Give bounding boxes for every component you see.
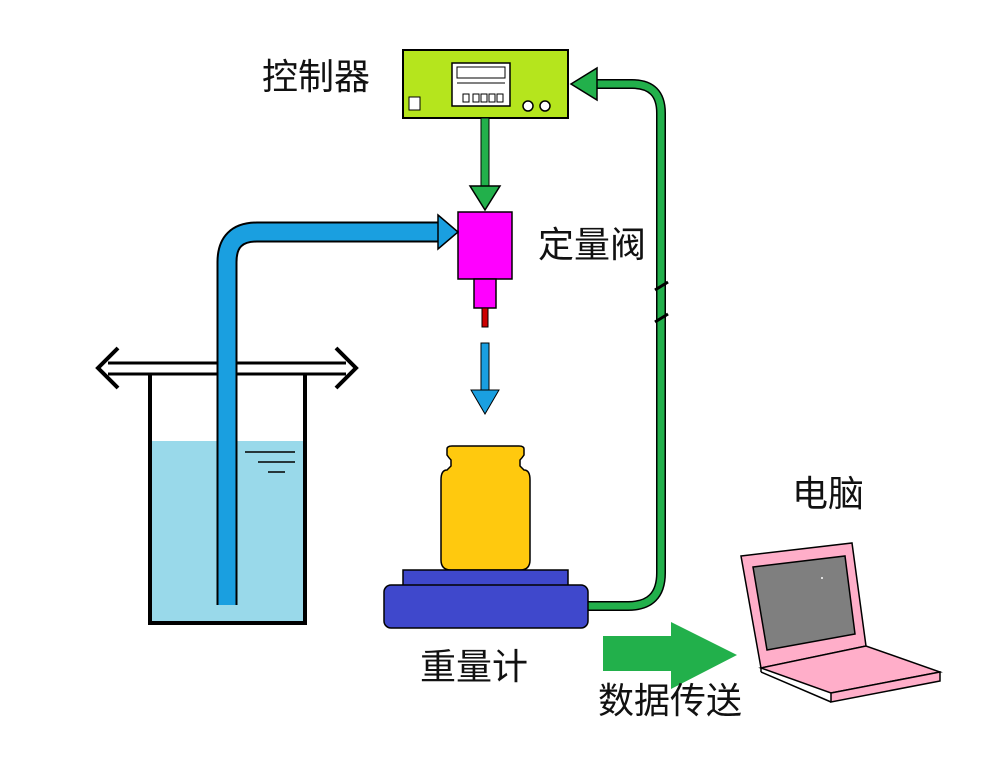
weighing-scale xyxy=(383,569,589,629)
signal-line-break-mark xyxy=(654,280,669,324)
valve-needle xyxy=(481,307,489,328)
signal-line-scale-to-controller-fill xyxy=(588,80,665,610)
liquid-supply-pipe-fill xyxy=(218,223,440,605)
signal-line-controller-to-valve xyxy=(480,117,490,189)
signal-arrowhead-controller xyxy=(569,66,598,102)
dispense-flow-line xyxy=(480,342,490,394)
signal-arrowhead-valve xyxy=(468,185,502,212)
label-controller: 控制器 xyxy=(262,57,371,98)
signal-line-scale-to-controller xyxy=(588,79,666,611)
dosing-valve xyxy=(457,211,513,328)
controller-power-switch xyxy=(408,96,421,111)
data-transfer-arrow xyxy=(603,622,737,689)
liquid-supply-arrowhead xyxy=(437,213,460,251)
controller-knob xyxy=(539,100,551,112)
label-computer: 电脑 xyxy=(792,474,865,515)
label-scale: 重量计 xyxy=(420,647,529,688)
controller-device xyxy=(402,49,569,119)
receiving-jar xyxy=(440,445,531,571)
label-dosing-valve: 定量阀 xyxy=(538,225,647,266)
controller-knob xyxy=(522,100,534,112)
label-data-transfer: 数据传送 xyxy=(598,681,743,722)
laptop-computer xyxy=(740,542,943,703)
dispense-flow-arrowhead xyxy=(470,389,500,415)
laptop-screen xyxy=(752,555,856,651)
